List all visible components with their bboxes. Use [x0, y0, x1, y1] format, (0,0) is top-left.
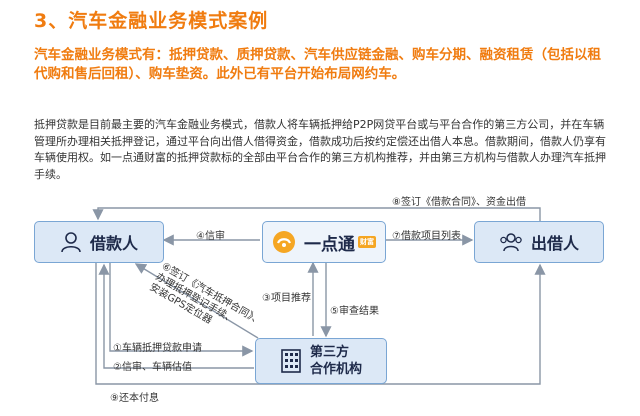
arrow-step9	[95, 263, 546, 385]
lender-label: 出借人	[530, 234, 579, 253]
arrow-step2	[98, 263, 254, 369]
step8-label: ⑧签订《借款合同》、资金出借	[392, 197, 526, 208]
arrow-step6	[134, 263, 259, 339]
third-party-line2: 合作机构	[309, 362, 362, 377]
step2-label: ②信审、车辆估值	[113, 362, 192, 373]
platform-box: 一点通 财富	[262, 221, 386, 263]
group-icon	[499, 231, 523, 253]
page-title: 3、汽车金融业务模式案例	[34, 10, 269, 32]
step5-label: ⑤审查结果	[330, 306, 379, 317]
step9-label: ⑨还本付息	[110, 393, 159, 404]
arrow-step8	[92, 207, 541, 221]
building-icon	[280, 348, 302, 374]
intro-text: 汽车金融业务模式有：抵押贷款、质押贷款、汽车供应链金融、购车分期、融资租赁（包括…	[34, 47, 601, 82]
borrower-label: 借款人	[89, 234, 138, 253]
step3-label: ③项目推荐	[262, 293, 311, 304]
platform-tag: 财富	[358, 236, 376, 248]
lender-box: 出借人	[474, 221, 604, 263]
step7-label: ⑦借款项目列表	[392, 231, 461, 242]
third-party-label: 第三方 合作机构	[310, 344, 362, 378]
third-party-box: 第三方 合作机构	[255, 338, 387, 384]
step1-label: ①车辆抵押贷款申请	[113, 343, 202, 354]
platform-logo-icon	[272, 230, 296, 254]
borrower-box: 借款人	[34, 221, 164, 263]
third-party-line1: 第三方	[309, 345, 349, 360]
arrow-step1	[109, 263, 254, 357]
step4-label: ④信审	[196, 231, 225, 242]
body-paragraph: 抵押贷款是目前最主要的汽车金融业务模式，借款人将车辆抵押给P2P网贷平台或与平台…	[34, 118, 606, 181]
platform-label: 一点通	[304, 234, 355, 255]
user-icon	[60, 231, 82, 253]
